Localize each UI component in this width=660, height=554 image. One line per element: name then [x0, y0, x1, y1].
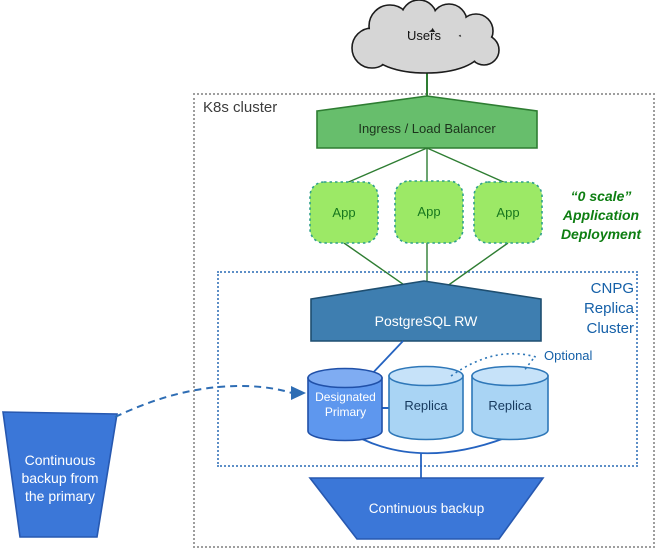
cnpg-replica-cluster-label: CNPG Replica Cluster [558, 279, 634, 339]
replica-cylinder-1 [388, 365, 464, 441]
users-label: Users [407, 28, 441, 43]
backup-source-line3: the primary [24, 488, 96, 504]
ingress-load-balancer-shape [316, 95, 538, 149]
optional-label: Optional [544, 348, 593, 363]
designated-primary-line1: Designated [315, 390, 376, 404]
app-pod-1 [309, 181, 379, 244]
zero-scale-note-line2: Application [562, 207, 640, 223]
designated-primary-line2: Primary [324, 405, 367, 419]
backup-source-label: Continuous backup from the primary [8, 451, 112, 505]
k8s-cluster-boundary [193, 93, 655, 548]
designated-primary-cylinder [307, 367, 383, 442]
ingress-load-balancer-label: Ingress / Load Balancer [358, 121, 496, 136]
backup-source-bucket-shape [2, 411, 118, 538]
backup-source-line2: backup from [21, 470, 99, 486]
backup-source-line1: Continuous [24, 452, 96, 468]
replica-2-label: Replica [488, 398, 532, 413]
zero-scale-note-line1: “0 scale” [570, 188, 632, 204]
backup-to-primary-arrow [114, 384, 306, 418]
postgresql-rw-label: PostgreSQL RW [374, 313, 478, 329]
replica-1-label: Replica [404, 398, 448, 413]
postgresql-rw-shape [310, 280, 542, 342]
app-pod-3 [473, 181, 543, 244]
app-pod-2-label: App [417, 204, 441, 219]
app-pod-3-label: App [496, 205, 520, 220]
designated-primary-label: Designated Primary [308, 390, 383, 420]
ingress-to-apps-connectors [343, 147, 509, 185]
cnpg-label-line1: CNPG [590, 280, 634, 297]
arrowhead-icon [291, 386, 306, 400]
continuous-backup-label: Continuous backup [368, 501, 485, 516]
app-pods [309, 180, 543, 244]
zero-scale-note: “0 scale” Application Deployment [545, 187, 657, 244]
cnpg-label-line3: Cluster [586, 320, 634, 337]
cnpg-label-line2: Replica [583, 300, 634, 317]
users-cloud-shape [351, 0, 500, 74]
app-pod-1-label: App [332, 205, 356, 220]
k8s-cluster-label: K8s cluster [203, 99, 278, 116]
postgresql-to-primary-connector [368, 340, 404, 378]
continuous-backup-shape [308, 477, 545, 540]
app-pod-2 [394, 180, 464, 244]
primary-to-replica2-arc [361, 437, 506, 455]
zero-scale-note-line3: Deployment [560, 226, 642, 242]
replica-cylinder-2 [471, 365, 549, 441]
